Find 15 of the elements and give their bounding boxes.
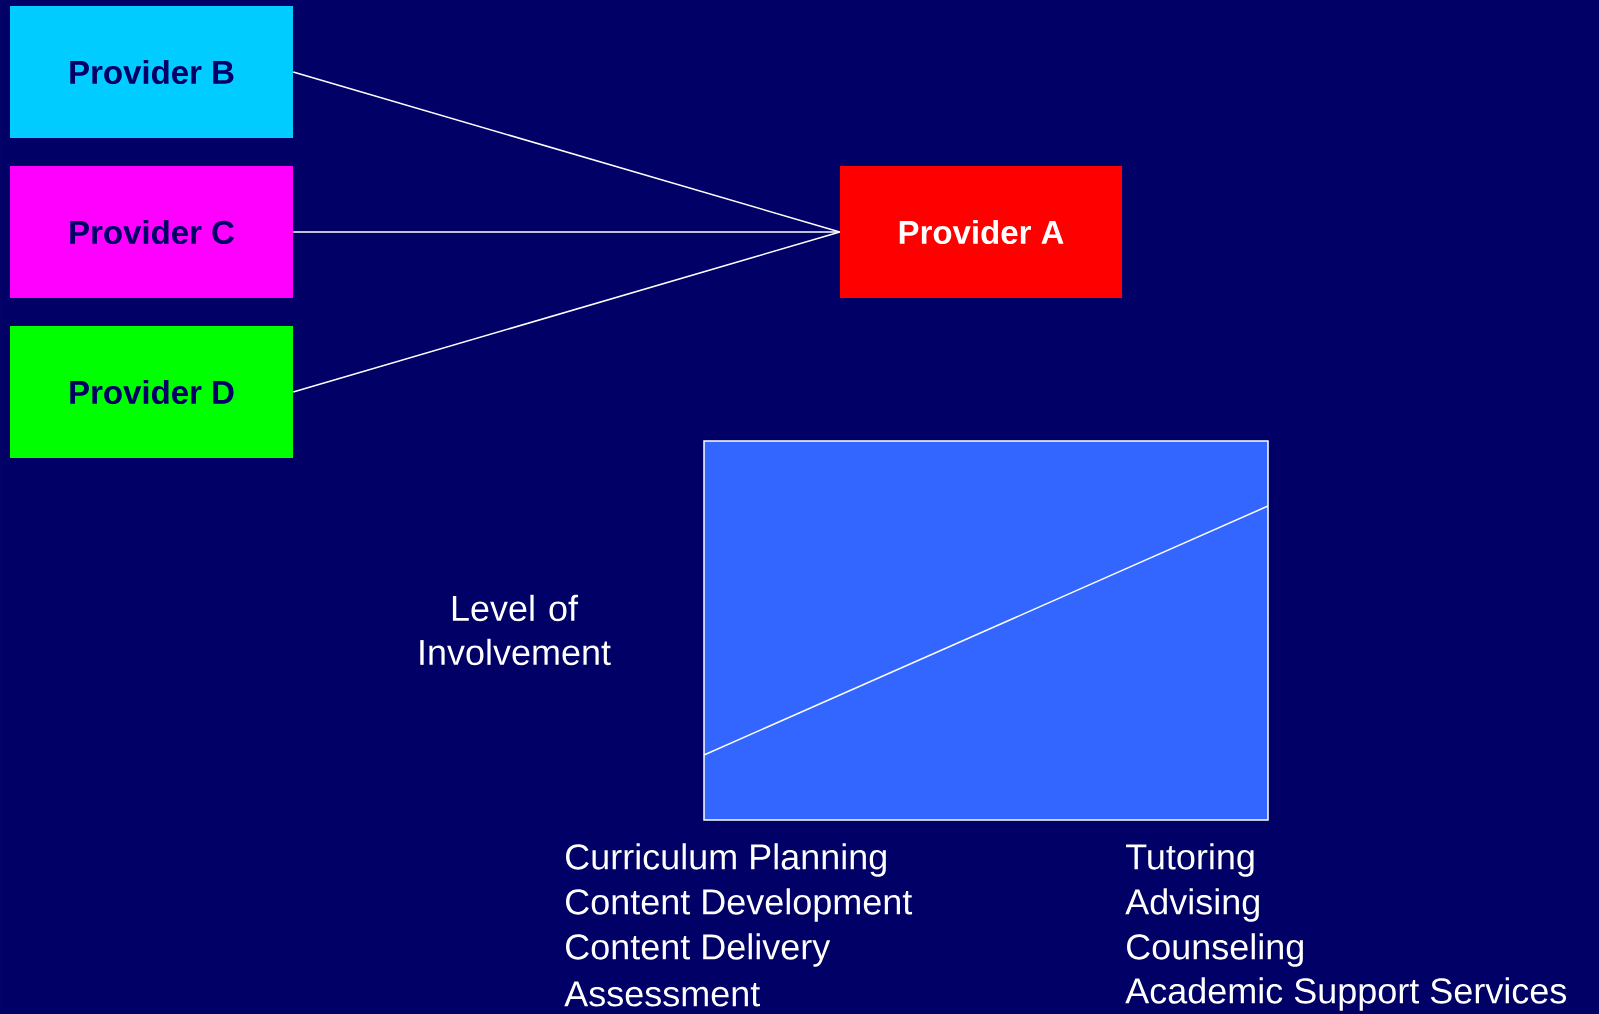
list-item: Curriculum Planning: [566, 843, 886, 877]
provider-box: Provider B: [10, 6, 293, 138]
list-item: Advising: [1125, 888, 1259, 922]
list-item: Academic Support Services: [1125, 977, 1566, 1011]
provider-box: Provider A: [840, 166, 1122, 298]
list-item: Assessment: [564, 981, 760, 1007]
list-item: Counseling: [1127, 933, 1303, 967]
list-item: Content Development: [566, 888, 913, 922]
provider-box: Provider D: [10, 326, 293, 458]
connector-line: [292, 231, 841, 233]
provider-box: Provider C: [10, 166, 293, 298]
connector-line: [292, 231, 841, 393]
list-item: Tutoring: [1126, 843, 1254, 877]
axis-label: Level of Involvement: [420, 594, 611, 666]
list-item: Content Delivery: [566, 933, 831, 967]
